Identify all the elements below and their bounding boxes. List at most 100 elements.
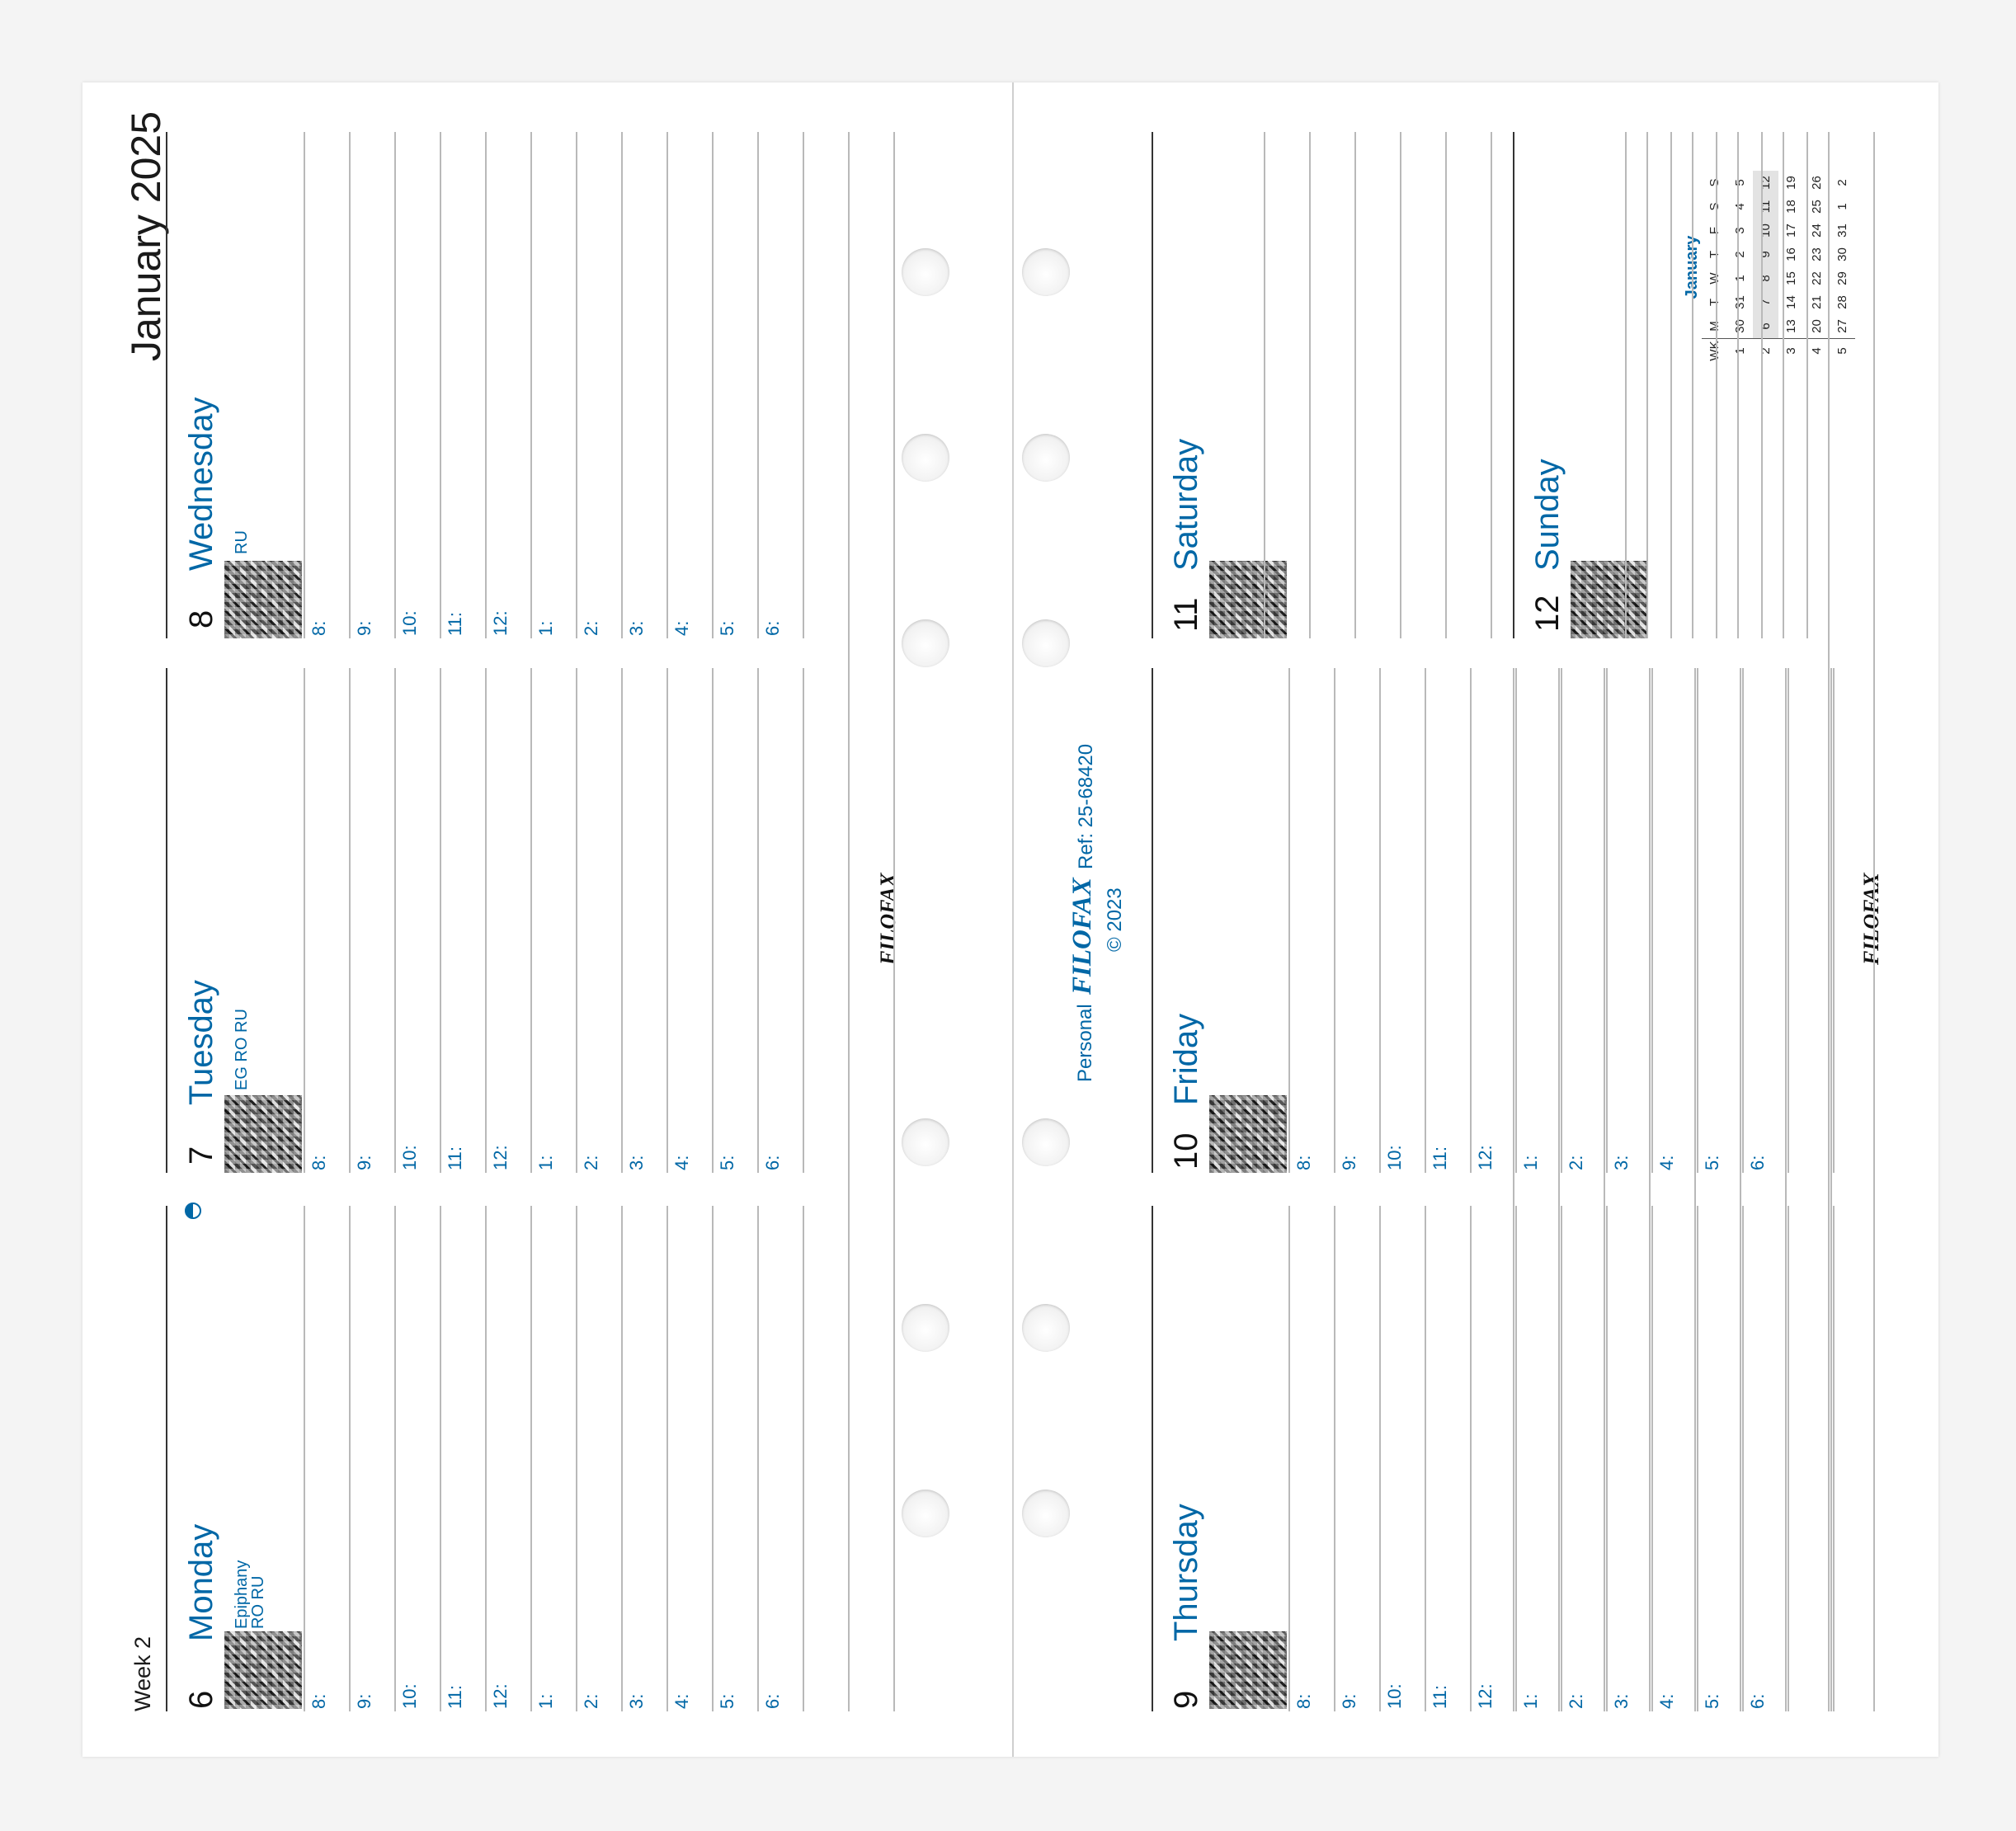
hour-label: 12: <box>490 1683 511 1709</box>
hour-rule <box>667 668 668 1173</box>
mini-calendar-header: M <box>1707 321 1722 332</box>
hour-label: 5: <box>717 1693 737 1709</box>
day-rule <box>1152 132 1153 638</box>
note-rule <box>1491 132 1492 638</box>
hour-label: 11: <box>445 1146 465 1170</box>
hour-label: 2: <box>581 1693 601 1709</box>
day-number: 7 <box>183 1146 219 1165</box>
day-number: 11 <box>1168 597 1204 632</box>
hour-label: 3: <box>1611 1693 1632 1709</box>
page-size-label: Personal <box>1074 1004 1096 1082</box>
mini-calendar-cell: 28 <box>1835 295 1849 309</box>
hour-rule <box>1515 668 1517 1173</box>
hour-rule <box>530 132 532 638</box>
day-name: Wednesday <box>183 397 219 571</box>
day-name: Thursday <box>1168 1504 1204 1641</box>
note-rule <box>803 668 804 1173</box>
month-year-title: January 2025 <box>123 111 169 361</box>
hour-rule <box>757 668 759 1173</box>
mini-calendar-cell: 9 <box>1753 242 1778 266</box>
day-rule <box>166 132 167 638</box>
hour-rule <box>712 132 714 638</box>
hour-label: 3: <box>1611 1155 1632 1170</box>
note-rule <box>1828 132 1830 1711</box>
note-rule <box>1649 668 1651 1711</box>
hour-rule <box>1561 1206 1562 1711</box>
day-rule <box>1513 132 1514 638</box>
qr-code-icon <box>1209 561 1287 638</box>
note-rule <box>1761 132 1763 638</box>
day-number: 8 <box>183 610 219 628</box>
hour-label: 4: <box>1656 1693 1677 1709</box>
hour-rule <box>621 1206 623 1711</box>
hour-label: 9: <box>354 1155 374 1170</box>
hour-label: 12: <box>1475 1145 1496 1170</box>
mini-calendar-header: T <box>1707 298 1722 307</box>
hour-label: 2: <box>1566 1693 1586 1709</box>
mini-calendar-cell: 29 <box>1835 271 1849 285</box>
hour-rule <box>1651 668 1653 1173</box>
hour-rule <box>1425 1206 1426 1711</box>
binder-hole <box>1022 1304 1070 1352</box>
hour-rule <box>485 668 487 1173</box>
first-quarter-moon-icon <box>185 1203 201 1219</box>
hour-label: 9: <box>354 620 374 636</box>
mini-calendar-header: S <box>1707 202 1722 211</box>
day-rule <box>166 1206 167 1711</box>
filofax-logo: FILOFAX <box>1859 873 1883 965</box>
hour-rule <box>304 1206 305 1711</box>
hour-rule <box>621 132 623 638</box>
hour-label: 3: <box>626 1693 647 1709</box>
hour-label: 11: <box>445 1685 465 1709</box>
qr-code-icon <box>224 1095 302 1173</box>
mini-calendar-header: W <box>1707 272 1722 285</box>
hour-label: 5: <box>717 1155 737 1170</box>
filofax-logo: FILOFAX <box>876 873 900 965</box>
mini-calendar-cell: 3 <box>1733 227 1747 234</box>
hour-rule <box>667 1206 668 1711</box>
hour-rule <box>576 132 577 638</box>
hour-rule <box>1742 1206 1744 1711</box>
hour-rule <box>1379 1206 1381 1711</box>
note-rule <box>1716 132 1717 638</box>
note-rule <box>1788 1206 1789 1711</box>
hour-label: 10: <box>399 1683 420 1709</box>
binder-hole <box>902 1490 949 1537</box>
mini-calendar-cell: 31 <box>1733 295 1747 309</box>
hour-label: 2: <box>1566 1155 1586 1170</box>
mini-calendar-cell: 1 <box>1733 275 1747 282</box>
mini-calendar-header: S <box>1707 178 1722 187</box>
day-rule <box>1152 1206 1153 1711</box>
qr-code-icon <box>1571 561 1648 638</box>
hour-rule <box>1334 668 1335 1173</box>
mini-calendar-cell: 1 <box>1727 338 1753 363</box>
note-rule <box>1830 668 1832 1711</box>
hour-rule <box>1288 668 1290 1173</box>
hour-rule <box>1561 668 1562 1173</box>
note-rule <box>1833 668 1835 1173</box>
hour-label: 2: <box>581 620 601 636</box>
hour-rule <box>394 132 396 638</box>
hour-label: 9: <box>354 1693 374 1709</box>
note-rule <box>1445 132 1447 638</box>
day-number: 9 <box>1168 1690 1204 1709</box>
hour-rule <box>530 1206 532 1711</box>
mini-calendar-cell: 27 <box>1835 319 1849 333</box>
note-rule <box>803 132 804 638</box>
hour-label: 3: <box>626 620 647 636</box>
hour-label: 8: <box>1293 1693 1314 1709</box>
binder-hole <box>1022 1490 1070 1537</box>
hour-rule <box>304 132 305 638</box>
hour-rule <box>530 668 532 1173</box>
hour-label: 6: <box>762 620 783 636</box>
note-rule <box>1740 668 1741 1711</box>
note-rule <box>1788 668 1789 1173</box>
hour-rule <box>1697 668 1698 1173</box>
page-fold <box>1012 82 1014 1757</box>
qr-code-icon <box>224 561 302 638</box>
hour-rule <box>1606 1206 1608 1711</box>
hour-rule <box>440 1206 441 1711</box>
mini-calendar-cell: 8 <box>1753 266 1778 290</box>
hour-label: 6: <box>1747 1693 1768 1709</box>
day-rule <box>1152 668 1153 1173</box>
